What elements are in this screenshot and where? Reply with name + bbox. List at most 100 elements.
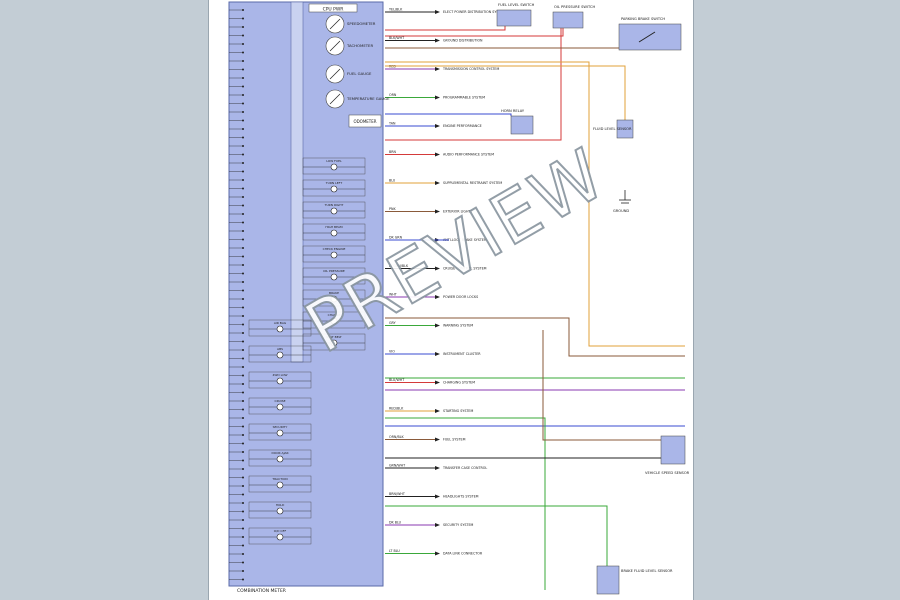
wire-target-label: TRANSFER CASE CONTROL [442, 466, 487, 470]
wire-color-label: BRN/WHT [389, 492, 406, 496]
gauge-label: TEMPERATURE GAUGE [346, 96, 390, 101]
pin-stub [229, 119, 244, 122]
ground-point: GROUND [613, 190, 631, 213]
pin-stub [229, 383, 244, 385]
wire-row: DK BLU SECURITY SYSTEM [385, 521, 474, 527]
routed-wire [385, 28, 562, 141]
pin-stub [229, 417, 244, 419]
pin-stub [229, 94, 244, 96]
pin-stub [229, 255, 244, 258]
indicator-lamp: OIL PRESSURE [302, 267, 366, 285]
pin-stub [229, 434, 244, 436]
indicator-label: LOW FUEL [326, 159, 342, 163]
indicator-lamp: O/D OFF [248, 527, 312, 545]
pin-stub [229, 408, 244, 411]
parking-brake-switch-label: PARKING BRAKE SWITCH [621, 17, 665, 21]
pin-stub [229, 17, 244, 20]
wire-color-label: GRY [389, 321, 397, 325]
gauge: TACHOMETER [325, 36, 373, 56]
indicator-lamp: HIGH BEAM [302, 223, 366, 241]
wire-color-label: BLU/WHT [389, 378, 405, 382]
pin-stub [229, 77, 244, 79]
horn-relay-label: HORN RELAY [501, 109, 525, 113]
wire-color-label: DK BLU [389, 521, 402, 525]
wire-target-label: CRUISE CONTROL SYSTEM [443, 267, 487, 271]
indicator-lamp: CRUISE [248, 397, 312, 415]
indicator-label: SECURITY [273, 425, 288, 429]
pin-stub [229, 561, 244, 564]
wire-color-label: WHT [389, 293, 398, 297]
pin-stub [229, 357, 244, 360]
wire-row: GRN/WHT TRANSFER CASE CONTROL [385, 464, 487, 470]
wire-color-label: LT GRN/BLK [389, 264, 409, 268]
wire-target-label: TRANSMISSION CONTROL SYSTEM [442, 67, 500, 71]
wire-color-label: BLK/WHT [389, 36, 405, 40]
indicator-lamp: DOOR AJAR [248, 449, 312, 467]
routed-wire [385, 113, 512, 116]
pin-stub [229, 315, 244, 317]
pin-stub [229, 281, 244, 283]
indicator-lamp: HOLD [248, 501, 312, 519]
pin-stub [229, 493, 244, 496]
wire-target-label: HEADLIGHTS SYSTEM [443, 495, 479, 499]
pin-stub [229, 570, 244, 572]
pin-stub [229, 162, 244, 164]
indicator-lamp: AIR BAG [248, 319, 312, 337]
wire-color-label: BRN [389, 150, 397, 154]
wire-color-label: VIO [389, 350, 395, 354]
fuel-level-switch-label: FUEL LEVEL SWITCH [498, 3, 535, 7]
pin-stub [229, 179, 244, 181]
wire-target-label: SECURITY SYSTEM [443, 523, 474, 527]
module-outline [228, 1, 384, 587]
wire-target-label: DATA LINK CONNECTOR [443, 552, 483, 556]
vehicle-speed-sensor-label: VEHICLE SPEED SENSOR [645, 471, 690, 475]
pin-stub [229, 442, 244, 445]
pin-stub [229, 102, 244, 105]
pin-stub [229, 332, 244, 334]
gauge: FUEL GAUGE [325, 64, 372, 84]
indicator-label: HIGH BEAM [325, 225, 343, 229]
indicator-lamp: SEAT BELT [302, 333, 366, 351]
pin-stub [229, 553, 244, 555]
pin-stub [229, 510, 244, 513]
wire-target-label: AUDIO PERFORMANCE SYSTEM [443, 153, 494, 157]
wire-target-label: PROGRAMMABLE SYSTEM [443, 96, 485, 100]
indicator-label: CRUISE [274, 399, 285, 403]
pin-stub [229, 323, 244, 326]
gauge: TEMPERATURE GAUGE [325, 89, 390, 109]
indicator-lamp: TURN RIGHT [302, 201, 366, 219]
parking-brake-switch: PARKING BRAKE SWITCH [618, 17, 682, 51]
indicator-label: HOLD [276, 503, 285, 507]
indicator-lamp: TURN LEFT [302, 179, 366, 197]
wire-target-label: EXTERIOR LIGHTS [443, 210, 473, 214]
pin-stub [229, 196, 244, 198]
pin-stub [229, 298, 244, 300]
pin-stub [229, 221, 244, 224]
indicator-label: SEAT BELT [326, 335, 342, 339]
wire-target-label: ELECT POWER DISTRIBUTION SYSTEM [443, 10, 506, 14]
wire-color-label: GRN/WHT [389, 464, 406, 468]
pin-stub [229, 502, 244, 504]
pin-stub [229, 527, 244, 530]
wire-row: BRN/WHT HEADLIGHTS SYSTEM [385, 492, 479, 499]
wire-color-label: BLU [389, 179, 396, 183]
routed-wire [385, 417, 546, 590]
indicator-lamp: BRAKE [302, 289, 366, 307]
wire-row: BRN AUDIO PERFORMANCE SYSTEM [385, 150, 494, 157]
routed-wire [385, 28, 564, 37]
pin-stub [229, 476, 244, 479]
vehicle-speed-sensor: VEHICLE SPEED SENSOR [645, 435, 690, 475]
pin-stub [229, 187, 244, 190]
odometer-label: ODOMETER [353, 119, 376, 124]
indicator-label: AIR BAG [274, 321, 287, 325]
horn-relay: HORN RELAY [501, 109, 534, 135]
pin-stub [229, 43, 244, 45]
routed-wire [385, 65, 626, 120]
pin-stub [229, 340, 244, 343]
indicator-lamp: SECURITY [248, 423, 312, 441]
indicator-label: TRACTION [271, 477, 287, 481]
